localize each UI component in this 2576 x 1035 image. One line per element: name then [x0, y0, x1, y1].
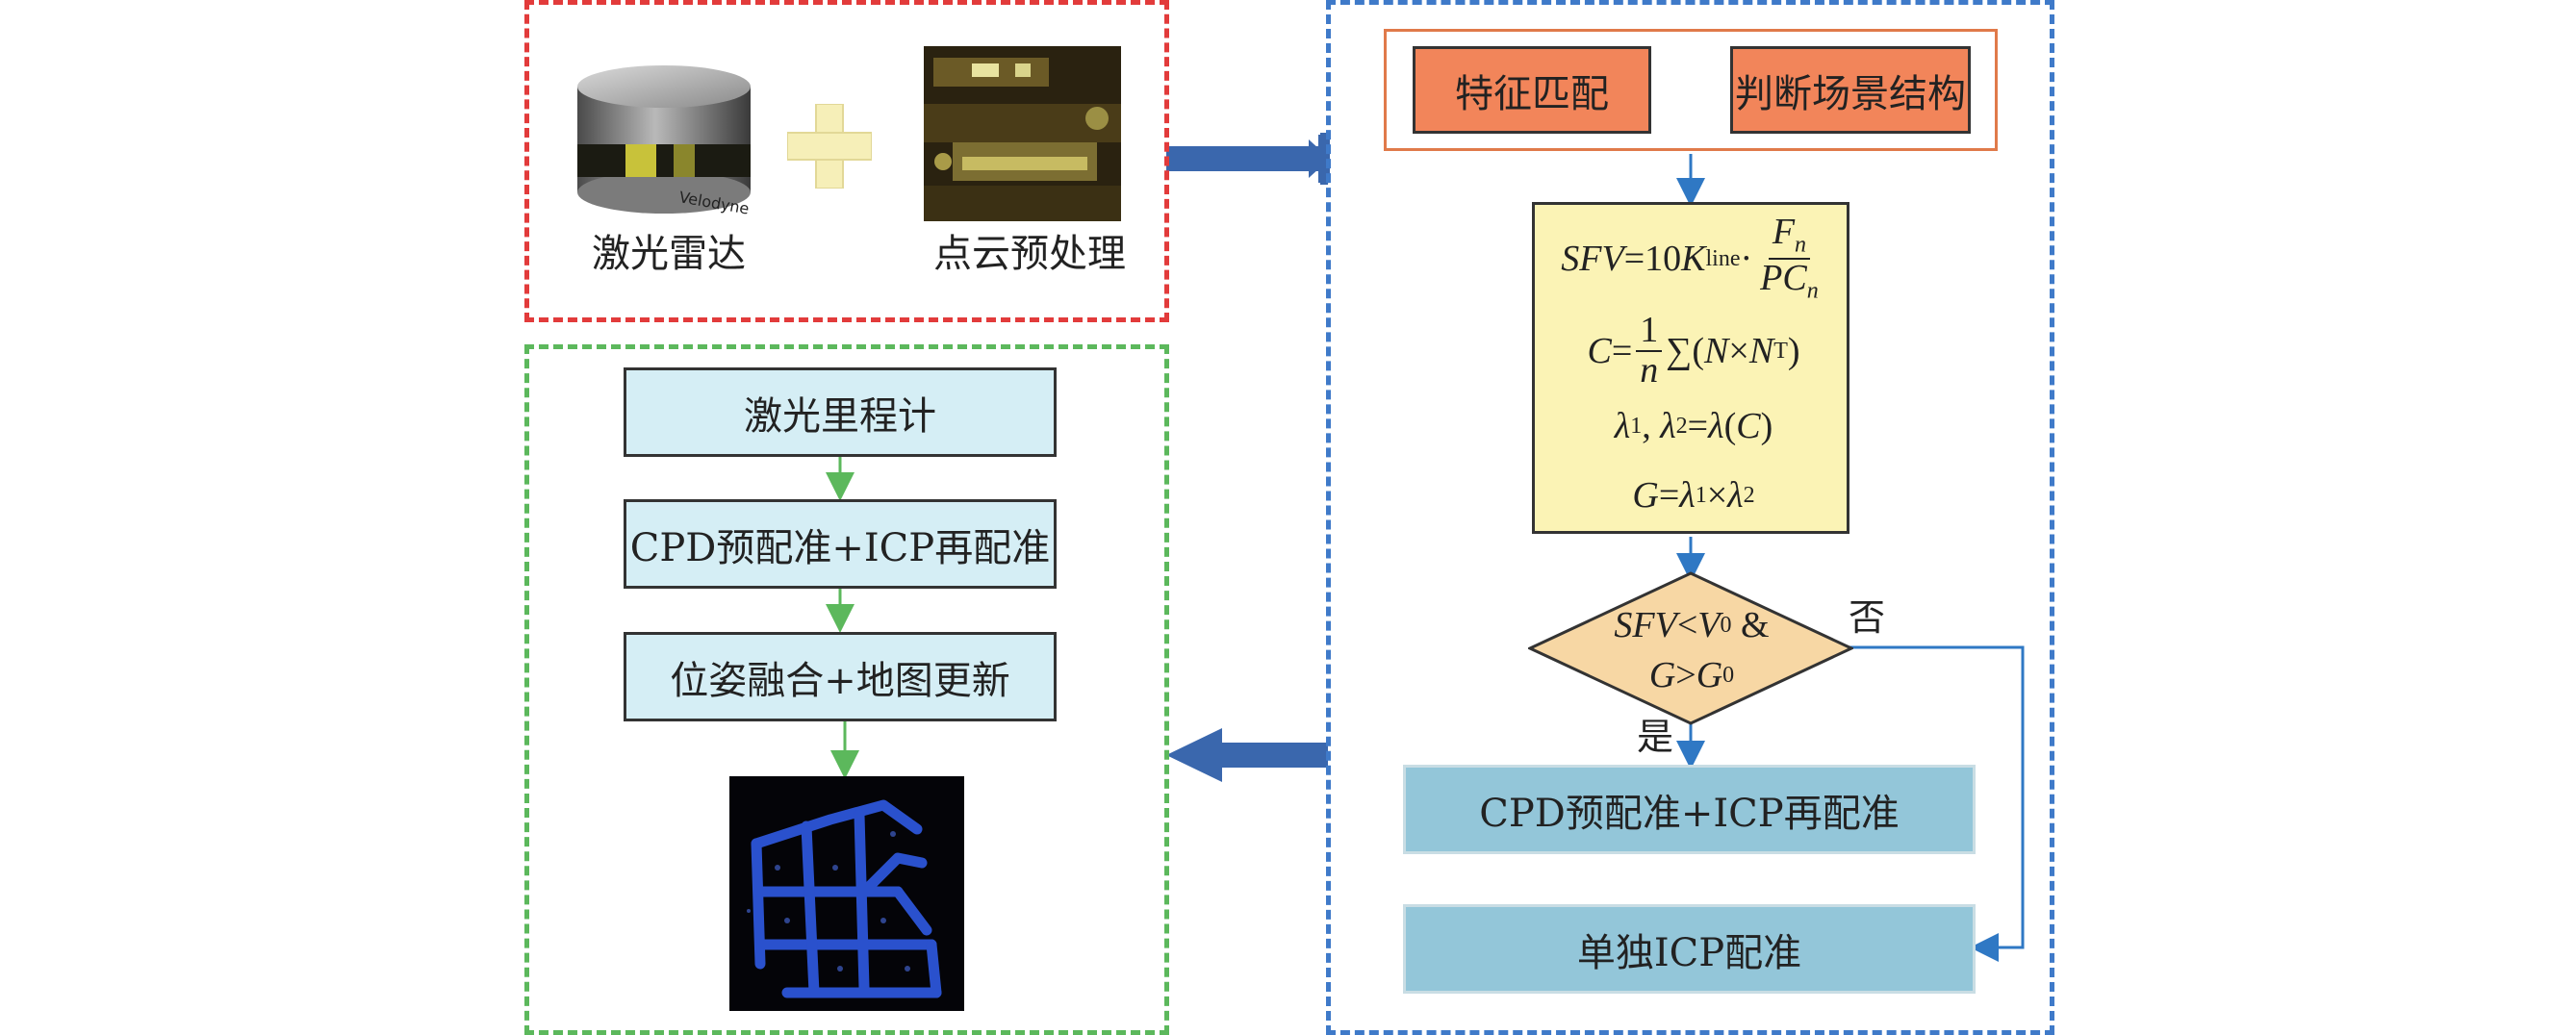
pointcloud-image: [924, 46, 1121, 221]
condition-diamond: [1528, 571, 1853, 725]
arrow-condition-no: [1849, 645, 2025, 962]
input-panel: [524, 0, 1169, 322]
yes-label: 是: [1636, 715, 1673, 758]
no-label: 否: [1848, 595, 1885, 639]
lidar-label: 激光雷达: [592, 232, 746, 276]
pointcloud-label: 点云预处理: [933, 232, 1126, 276]
lidar-device-image: Velodyne: [577, 65, 751, 218]
scene-judge-box: 判断场景结构: [1730, 46, 1971, 134]
match-header-frame: [1384, 29, 1998, 151]
big-arrow-left: [1166, 728, 1328, 782]
odometry-step2-box: CPD预配准+ICP再配准: [624, 499, 1057, 589]
plus-icon: [787, 104, 872, 189]
yes-result-box: CPD预配准+ICP再配准: [1403, 765, 1976, 854]
odometry-step3-box: 位姿融合+地图更新: [624, 632, 1057, 721]
odometry-step1-box: 激光里程计: [624, 367, 1057, 457]
no-result-box: 单独ICP配准: [1403, 904, 1976, 994]
decision-panel: [1326, 0, 2054, 1035]
feature-match-box: 特征匹配: [1413, 46, 1651, 134]
odometry-panel: [524, 344, 1169, 1035]
map-image: [729, 776, 964, 1011]
big-arrow-right: [1166, 133, 1330, 185]
